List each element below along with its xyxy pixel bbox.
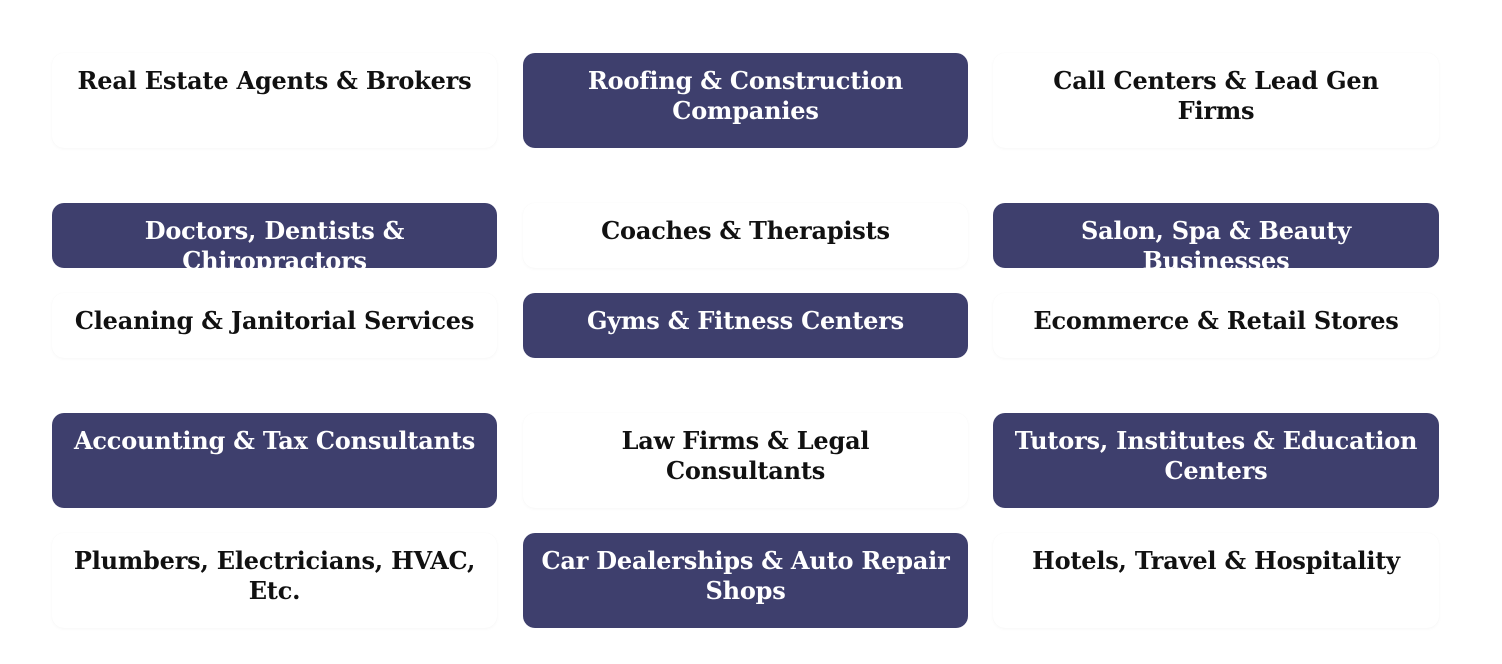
- industry-card-real-estate[interactable]: Real Estate Agents & Brokers: [52, 53, 497, 148]
- industry-card-label: Gyms & Fitness Centers: [587, 306, 904, 335]
- industry-card-call-centers[interactable]: Call Centers & Lead Gen Firms: [993, 53, 1439, 148]
- industry-card-plumbers[interactable]: Plumbers, Electricians, HVAC, Etc.: [52, 533, 497, 628]
- industry-card-label: Salon, Spa & Beauty Businesses: [1081, 216, 1351, 275]
- industry-card-accounting[interactable]: Accounting & Tax Consultants: [52, 413, 497, 508]
- industry-card-label: Law Firms & Legal Consultants: [621, 426, 870, 485]
- industry-card-cleaning[interactable]: Cleaning & Janitorial Services: [52, 293, 497, 358]
- industry-card-label: Cleaning & Janitorial Services: [74, 306, 475, 335]
- industry-card-ecommerce[interactable]: Ecommerce & Retail Stores: [993, 293, 1439, 358]
- industry-card-car-dealerships[interactable]: Car Dealerships & Auto Repair Shops: [523, 533, 968, 628]
- industry-card-law-firms[interactable]: Law Firms & Legal Consultants: [523, 413, 968, 508]
- industry-card-label: Hotels, Travel & Hospitality: [1032, 546, 1400, 575]
- industry-card-label: Doctors, Dentists & Chiropractors: [144, 216, 405, 275]
- industry-card-label: Accounting & Tax Consultants: [73, 426, 476, 455]
- industry-card-label: Car Dealerships & Auto Repair Shops: [541, 546, 950, 605]
- industry-card-doctors[interactable]: Doctors, Dentists & Chiropractors: [52, 203, 497, 275]
- industry-card-label: Plumbers, Electricians, HVAC, Etc.: [73, 546, 476, 605]
- industry-card-label: Tutors, Institutes & Education Centers: [1014, 426, 1418, 485]
- industry-card-coaches[interactable]: Coaches & Therapists: [523, 203, 968, 268]
- industry-card-tutors[interactable]: Tutors, Institutes & Education Centers: [993, 413, 1439, 508]
- industry-card-label: Call Centers & Lead Gen Firms: [1053, 66, 1379, 125]
- industry-card-gyms[interactable]: Gyms & Fitness Centers: [523, 293, 968, 358]
- industry-card-label: Ecommerce & Retail Stores: [1033, 306, 1399, 335]
- industry-card-hotels[interactable]: Hotels, Travel & Hospitality: [993, 533, 1439, 628]
- industry-card-label: Real Estate Agents & Brokers: [77, 66, 472, 95]
- industry-card-salon[interactable]: Salon, Spa & Beauty Businesses: [993, 203, 1439, 275]
- industry-card-label: Coaches & Therapists: [601, 216, 890, 245]
- industry-card-label: Roofing & Construction Companies: [587, 66, 904, 125]
- industry-card-roofing[interactable]: Roofing & Construction Companies: [523, 53, 968, 148]
